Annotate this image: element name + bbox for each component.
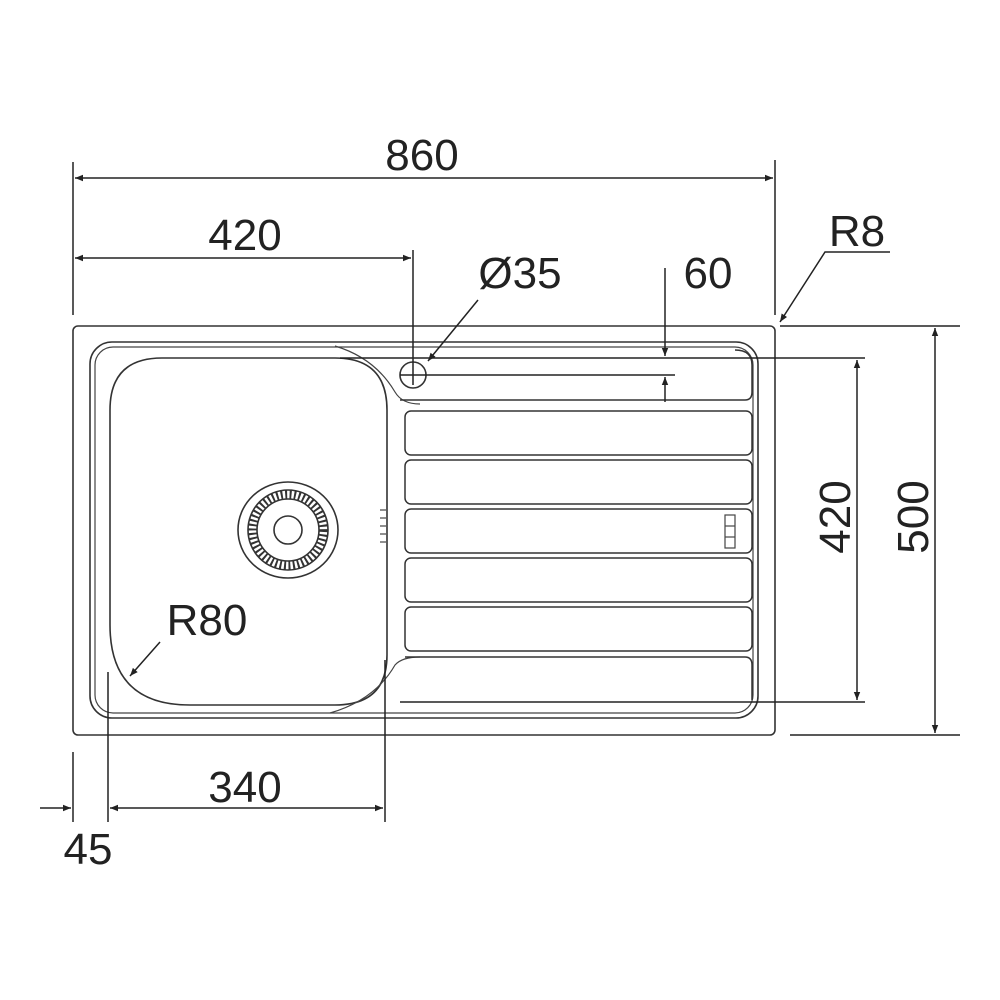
drainer-rib [404, 410, 753, 456]
svg-text:340: 340 [208, 763, 281, 812]
drainer-rib [404, 508, 753, 554]
overflow-marker [724, 514, 736, 549]
svg-text:860: 860 [385, 131, 458, 180]
drainer-rib [404, 557, 753, 603]
dim-corner-radius: R8 [779, 207, 890, 323]
drainer [400, 349, 753, 700]
drainer-top-strip [400, 349, 753, 401]
dim-inner-depth: 420 [400, 360, 865, 703]
dim-overall-depth: 500 [780, 325, 960, 736]
svg-text:Ø35: Ø35 [478, 249, 561, 298]
bowl-transition-bottom [329, 656, 421, 714]
sink-outline [72, 325, 776, 736]
drainer-bottom-strip [405, 656, 753, 700]
bowl-transition-top [334, 345, 421, 405]
bowl [109, 357, 388, 706]
dim-overall-width: 860 [72, 131, 776, 315]
rim-outer [89, 341, 759, 719]
svg-text:500: 500 [889, 480, 938, 553]
svg-text:R8: R8 [829, 207, 885, 256]
svg-text:420: 420 [811, 480, 860, 553]
svg-text:45: 45 [64, 825, 113, 874]
dim-bowl-width: 340 [107, 660, 386, 822]
drainer-rib [404, 459, 753, 505]
dim-bowl-radius: R80 [129, 596, 248, 677]
overflow-slots [380, 509, 386, 543]
outer-edge [72, 325, 776, 736]
dim-tap-offset: 60 [340, 249, 865, 402]
strainer-icon [237, 481, 339, 579]
svg-text:R80: R80 [167, 596, 248, 645]
dim-bowl-offset: 420 [75, 211, 414, 385]
svg-text:420: 420 [208, 211, 281, 260]
drainer-rib [404, 606, 753, 652]
dim-tap-hole: Ø35 [427, 249, 562, 362]
svg-text:60: 60 [684, 249, 733, 298]
dim-edge-offset: 45 [40, 752, 112, 874]
rim-inner [94, 346, 754, 714]
